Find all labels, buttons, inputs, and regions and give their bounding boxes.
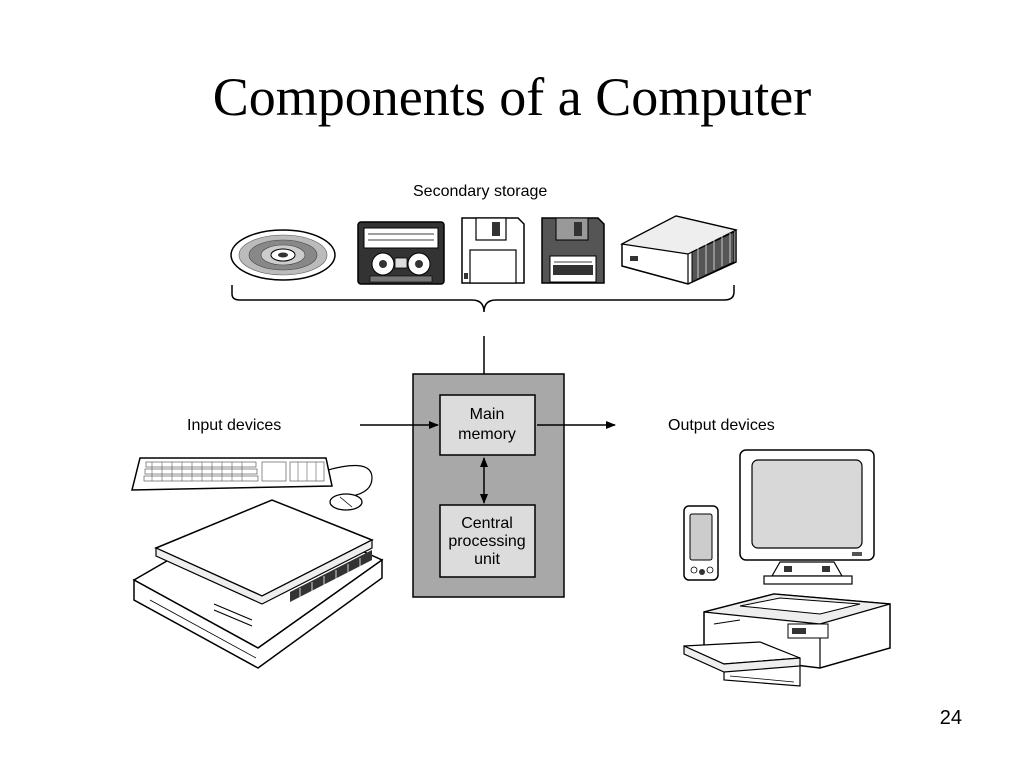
- pda-icon: [683, 505, 719, 581]
- secondary-storage-label: Secondary storage: [413, 183, 547, 200]
- main-memory-label-line1: Main: [470, 406, 505, 423]
- cassette-tape-icon: [357, 221, 445, 285]
- cpu-label-line1: Central: [461, 515, 513, 532]
- external-drive-icon: [620, 215, 738, 285]
- keyboard-icon: [131, 457, 333, 491]
- input-devices-label: Input devices: [187, 417, 281, 434]
- cd-icon: [230, 229, 336, 281]
- scanner-icon: [132, 499, 384, 669]
- mouse-icon: [327, 464, 373, 511]
- cpu-box: [439, 504, 536, 578]
- page-number: 24: [939, 707, 962, 729]
- main-memory-box: [439, 394, 536, 456]
- printer-icon: [683, 593, 891, 687]
- monitor-icon: [739, 449, 875, 585]
- floppy-disk-icon: [461, 217, 525, 284]
- cpu-label-line3: unit: [474, 551, 500, 568]
- output-devices-label: Output devices: [668, 417, 775, 434]
- floppy-disk-dark-icon: [541, 217, 605, 284]
- cpu-label-line2: processing: [448, 533, 525, 550]
- storage-brace: [231, 285, 735, 313]
- main-memory-label-line2: memory: [458, 426, 516, 443]
- slide-title: Components of a Computer: [212, 67, 812, 127]
